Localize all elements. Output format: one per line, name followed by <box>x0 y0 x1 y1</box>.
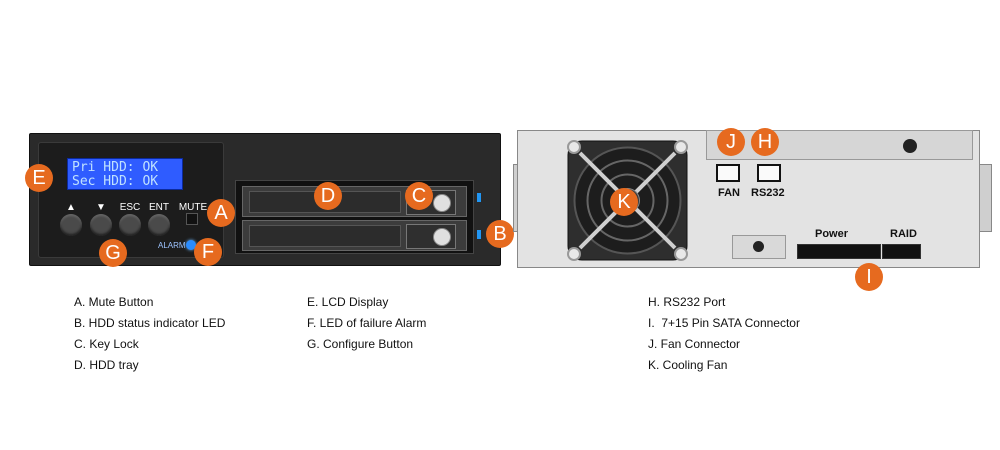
callout-a: A <box>207 199 235 227</box>
power-label: Power <box>815 228 849 240</box>
fan-screw-icon <box>674 247 688 261</box>
callout-b: B <box>486 220 514 248</box>
tray-lock-2 <box>406 224 456 249</box>
alarm-label: ALARM <box>158 241 186 250</box>
up-button[interactable] <box>60 214 82 236</box>
sata-power-connector <box>797 244 881 259</box>
legend-item: K. Cooling Fan <box>648 358 728 372</box>
legend-column-1: A. Mute Button B. HDD status indicator L… <box>74 295 225 379</box>
lcd-display: Pri HDD: OK Sec HDD: OK <box>67 158 183 190</box>
callout-f: F <box>194 238 222 266</box>
lcd-line-1: Pri HDD: OK <box>72 160 159 175</box>
fan-connector <box>716 164 740 182</box>
legend-column-3: H. RS232 Port I. 7+15 Pin SATA Connector… <box>648 295 800 379</box>
callout-j: J <box>717 128 745 156</box>
mount-hole-icon <box>903 139 917 153</box>
callout-e: E <box>25 164 53 192</box>
callout-d: D <box>314 182 342 210</box>
callout-k: K <box>610 188 638 216</box>
fan-screw-icon <box>567 140 581 154</box>
hdd-tray-1[interactable] <box>242 186 467 217</box>
callout-c: C <box>405 182 433 210</box>
connector-inset <box>706 130 973 160</box>
hdd-tray-2[interactable] <box>242 220 467 251</box>
tray-handle <box>249 225 401 247</box>
down-arrow-icon: ▼ <box>96 202 106 213</box>
callout-h: H <box>751 128 779 156</box>
access-opening <box>732 235 786 259</box>
legend-item: I. 7+15 Pin SATA Connector <box>648 316 800 330</box>
legend-item: B. HDD status indicator LED <box>74 316 226 330</box>
legend-item: F. LED of failure Alarm <box>307 316 427 330</box>
callout-g: G <box>99 239 127 267</box>
front-panel: Pri HDD: OK Sec HDD: OK ▲ ▼ ESC ENT MUTE… <box>29 133 501 266</box>
raid-label: RAID <box>890 228 917 240</box>
ent-button[interactable] <box>148 214 170 236</box>
legend-item: H. RS232 Port <box>648 295 726 309</box>
ent-label: ENT <box>149 202 169 213</box>
legend-item: D. HDD tray <box>74 358 139 372</box>
esc-button[interactable] <box>119 214 141 236</box>
hdd-status-led-2 <box>477 230 481 239</box>
legend-item: E. LCD Display <box>307 295 389 309</box>
esc-label: ESC <box>119 202 141 213</box>
down-button[interactable] <box>90 214 112 236</box>
hole-icon <box>753 241 764 252</box>
mute-button[interactable] <box>186 213 198 225</box>
fan-screw-icon <box>674 140 688 154</box>
legend-item: C. Key Lock <box>74 337 139 351</box>
legend-item: G. Configure Button <box>307 337 414 351</box>
key-lock-icon[interactable] <box>433 228 451 246</box>
callout-i: I <box>855 263 883 291</box>
key-lock-icon[interactable] <box>433 194 451 212</box>
rear-panel: FAN RS232 Power RAID <box>517 130 980 268</box>
fan-connector-label: FAN <box>718 187 740 199</box>
fan-screw-icon <box>567 247 581 261</box>
legend-item: A. Mute Button <box>74 295 154 309</box>
lcd-line-2: Sec HDD: OK <box>72 174 159 189</box>
hdd-status-led-1 <box>477 193 481 202</box>
mute-label: MUTE <box>178 202 208 213</box>
alarm-led <box>186 240 196 250</box>
rs232-label: RS232 <box>751 187 785 199</box>
rs232-port <box>757 164 781 182</box>
legend-item: J. Fan Connector <box>648 337 741 351</box>
up-arrow-icon: ▲ <box>66 202 76 213</box>
legend-column-2: E. LCD Display F. LED of failure Alarm G… <box>307 295 426 358</box>
sata-raid-connector <box>882 244 921 259</box>
hdd-bay <box>235 180 474 254</box>
